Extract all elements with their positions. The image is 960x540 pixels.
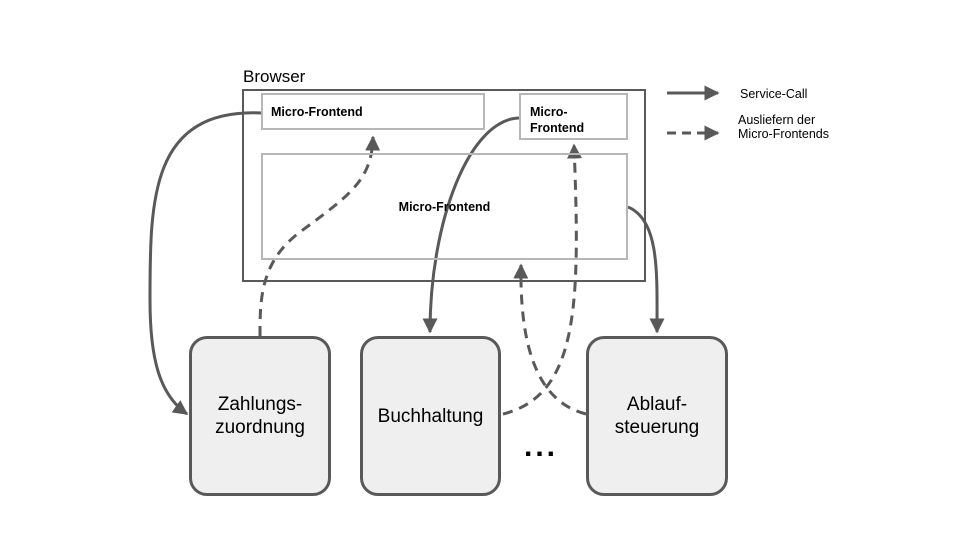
service-ablaufsteuerung: Ablauf- steuerung — [586, 336, 728, 496]
more-services-ellipsis: ... — [524, 430, 559, 463]
micro-frontend-top-right-label: Micro- Frontend — [530, 105, 585, 135]
service-ablaufsteuerung-label: Ablauf- steuerung — [614, 394, 700, 438]
service-zahlungszuordnung: Zahlungs- zuordnung — [189, 336, 331, 496]
browser-label: Browser — [243, 67, 306, 86]
micro-frontend-top-left: Micro-Frontend — [261, 93, 485, 130]
service-buchhaltung-label: Buchhaltung — [377, 405, 484, 427]
micro-frontend-main-label: Micro-Frontend — [398, 199, 491, 214]
service-call-arrow-buchhaltung — [422, 116, 521, 334]
service-buchhaltung: Buchhaltung — [360, 336, 501, 496]
service-call-arrow-ablaufsteuerung — [627, 205, 665, 334]
delivery-arrow-buchhaltung — [502, 143, 583, 416]
service-zahlungszuordnung-label: Zahlungs- zuordnung — [215, 394, 305, 438]
browser-frame — [242, 89, 646, 282]
delivery-arrow-zahlungszuordnung — [258, 135, 381, 337]
legend-delivery-label: Ausliefern der Micro-Frontends — [738, 113, 829, 141]
delivery-arrow-ablaufsteuerung — [513, 263, 587, 416]
micro-frontend-main: Micro-Frontend — [261, 153, 628, 260]
service-call-arrow-zahlungszuordnung — [148, 111, 263, 416]
micro-frontend-top-right: Micro- Frontend — [519, 93, 628, 140]
legend-service-call-label: Service-Call — [740, 87, 808, 101]
